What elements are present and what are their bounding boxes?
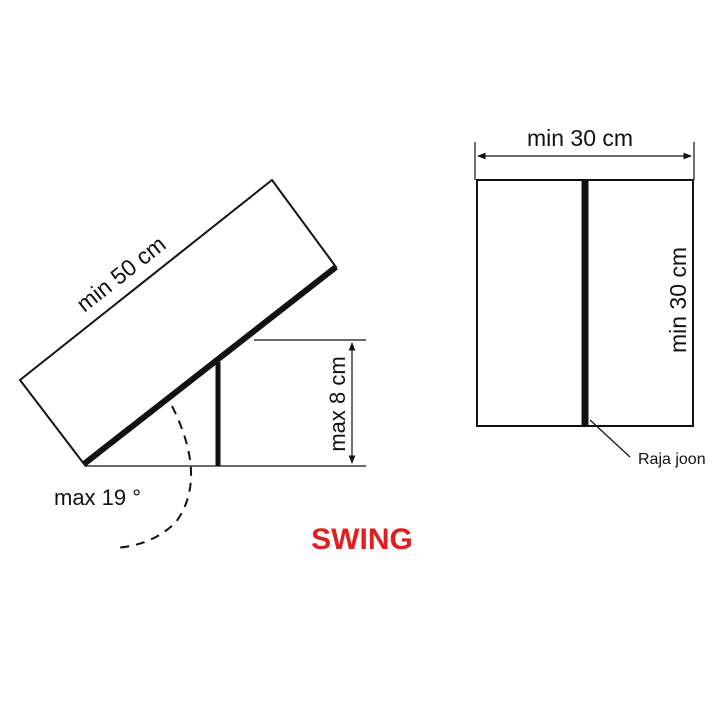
board-bottom-edge <box>82 264 338 467</box>
height-label: max 8 cm <box>325 356 350 451</box>
width-label: min 30 cm <box>527 125 633 151</box>
seam-label: Raja joon <box>638 451 706 468</box>
angle-label: max 19 ° <box>54 485 141 510</box>
diagram-title: SWING <box>311 523 413 556</box>
seam-leader-line <box>589 419 631 458</box>
top-view: min 30 cm min 30 cm Raja joon <box>474 125 706 468</box>
side-view: min 50 cm max 8 cm max 19 ° <box>18 178 366 549</box>
depth-label: min 30 cm <box>665 247 691 353</box>
angle-arc <box>113 405 192 549</box>
